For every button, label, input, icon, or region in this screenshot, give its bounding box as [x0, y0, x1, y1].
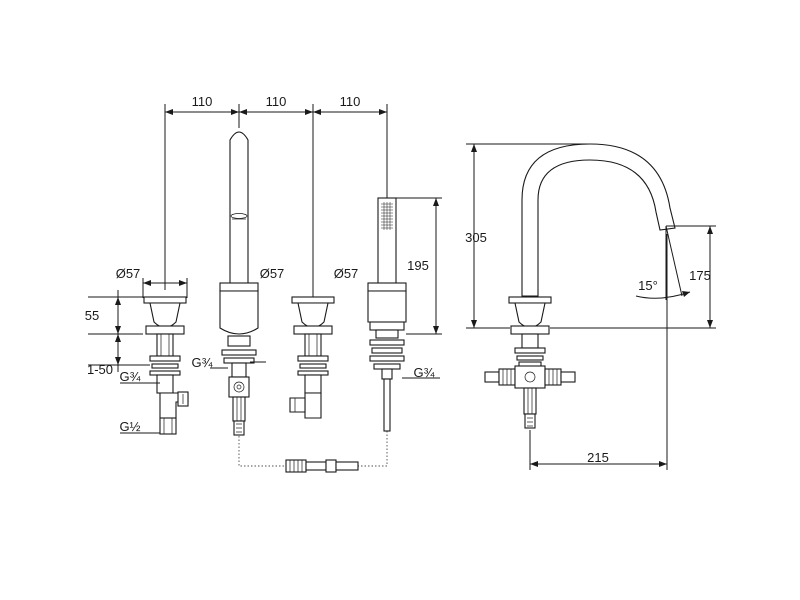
spout-assembly: Ø57 G¾: [192, 131, 285, 436]
dim-height-305: 305: [465, 230, 487, 245]
dim-thread-g12: G½: [120, 419, 141, 434]
side-view-spout: 305 175 15° 215: [465, 143, 716, 470]
dim-spacing-1: 110: [192, 94, 213, 109]
dim-range-1-50: 1-50: [87, 362, 113, 377]
left-height-dimensions: 55 1-50 G¾ G½: [85, 290, 160, 434]
dim-dia-handle: Ø57: [334, 266, 359, 281]
dim-dia-left: Ø57: [116, 266, 141, 281]
dim-thread-g34-spout: G¾: [192, 355, 213, 370]
dim-spacing-3: 110: [340, 94, 361, 109]
top-spacing-dimensions: 110 110 110: [164, 94, 388, 300]
right-handle-valve: Ø57: [289, 266, 359, 419]
hose-connection: [238, 431, 388, 473]
dim-height-55: 55: [85, 308, 99, 323]
dim-spacing-2: 110: [266, 94, 287, 109]
dim-reach-215: 215: [587, 450, 609, 465]
dim-angle-15: 15°: [638, 278, 658, 293]
dim-thread-g34-shower: G¾: [414, 365, 435, 380]
hand-shower-assembly: 195 G¾: [367, 197, 442, 432]
left-handle-valve: Ø57: [116, 266, 189, 435]
dim-dia-spout: Ø57: [260, 266, 285, 281]
dim-thread-g34-left: G¾: [120, 369, 141, 384]
dim-height-175: 175: [689, 268, 711, 283]
dim-height-195: 195: [407, 258, 429, 273]
